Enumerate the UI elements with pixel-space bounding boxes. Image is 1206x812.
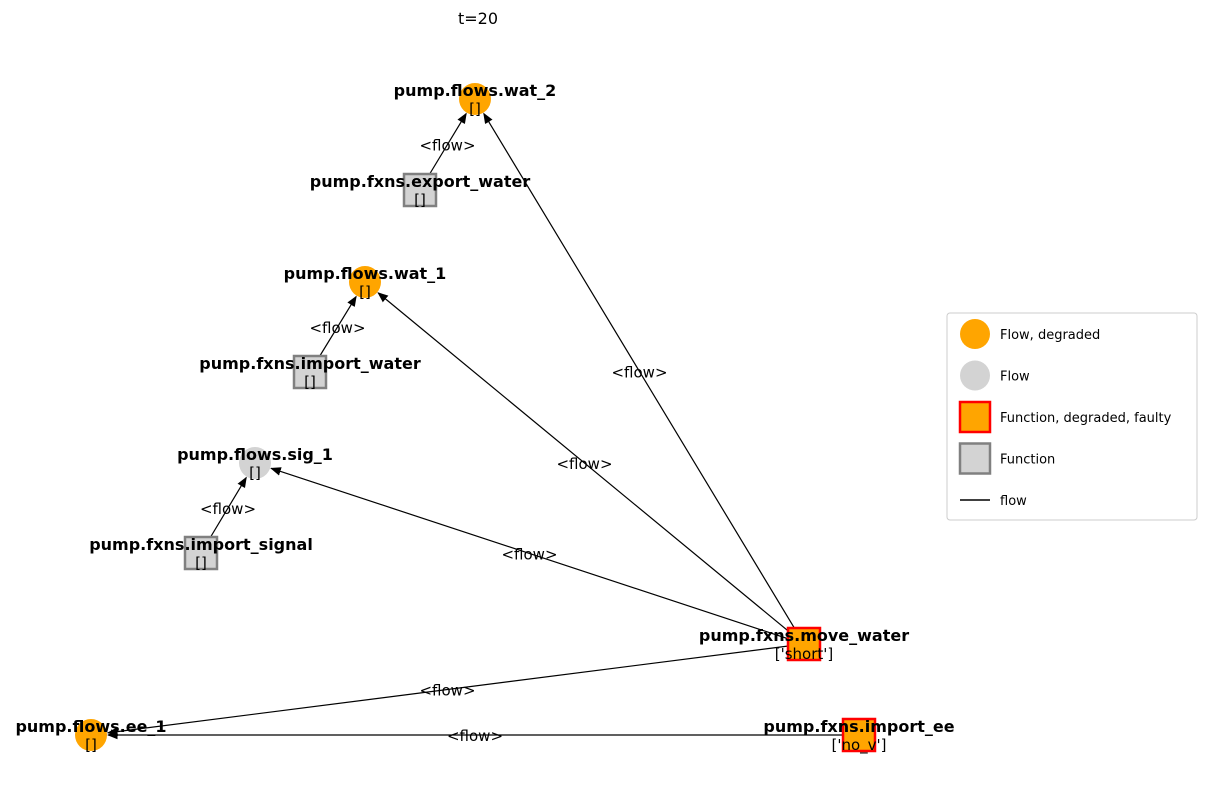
flow-node-wat_1: [349, 266, 381, 298]
node-state: []: [195, 554, 207, 572]
edge-move_water-to-wat_1: [377, 292, 805, 645]
edge-label: <flow>: [419, 682, 475, 700]
function-node-import_signal: [183, 535, 219, 571]
node-name: pump.fxns.import_signal: [89, 535, 313, 554]
edge-label: <flow>: [447, 727, 503, 745]
edge-label: <flow>: [309, 319, 365, 337]
legend-symbol-circle-degraded: [960, 319, 990, 349]
node-state: []: [304, 373, 316, 391]
edge-move_water-to-wat_2: [483, 112, 805, 645]
node-labels-layer: pump.flows.wat_2[]pump.fxns.export_water…: [15, 81, 954, 755]
edge-move_water-to-ee_1: [106, 643, 805, 736]
legend-label: flow: [1000, 494, 1027, 509]
node-name: pump.flows.wat_2: [394, 81, 557, 100]
node-state: ['short']: [775, 645, 834, 663]
legend-symbol-square: [958, 442, 992, 475]
nodes-layer: [75, 83, 877, 753]
legend-symbol-circle: [960, 360, 990, 391]
legend-label: Flow, degraded: [1000, 328, 1100, 343]
flow-node-sig_1: [239, 447, 271, 479]
node-name: pump.fxns.import_ee: [763, 717, 954, 736]
node-name: pump.fxns.import_water: [199, 354, 421, 373]
node-name: pump.fxns.export_water: [310, 172, 531, 191]
node-state: ['no_v']: [831, 736, 886, 755]
node-state: []: [469, 100, 481, 118]
legend-symbol-square-faulty: [958, 400, 992, 434]
graph-title: t=20: [458, 9, 498, 28]
node-state: []: [359, 283, 371, 301]
edge-labels-layer: <flow> <flow> <flow> <flow> <flow> <flow> <flo…: [200, 137, 668, 746]
legend-frame: [946, 312, 1198, 521]
node-name: pump.flows.wat_1: [284, 264, 447, 283]
legend-label: Function: [1000, 453, 1055, 468]
node-state: []: [414, 191, 426, 209]
node-state: []: [249, 464, 261, 482]
function-node-import_water: [292, 354, 328, 390]
flow-node-ee_1: [75, 719, 107, 751]
edge-label: <flow>: [501, 546, 557, 564]
edge-label: <flow>: [611, 364, 667, 382]
node-state: []: [85, 736, 97, 754]
node-name: pump.flows.sig_1: [177, 445, 333, 464]
node-name: pump.fxns.move_water: [699, 626, 909, 645]
edge-label: <flow>: [419, 137, 475, 155]
legend-label: Function, degraded, faulty: [1000, 411, 1172, 426]
function-node-export_water: [402, 172, 438, 208]
function-node-import_ee: [841, 717, 877, 753]
flow-node-wat_2: [459, 83, 491, 115]
edge-move_water-to-sig_1: [270, 467, 805, 645]
edge-label: <flow>: [200, 500, 256, 518]
legend-label: Flow: [1000, 370, 1030, 385]
node-name: pump.flows.ee_1: [15, 717, 166, 736]
edge-label: <flow>: [556, 455, 612, 473]
edges-layer: [106, 112, 859, 740]
function-node-move_water: [786, 626, 822, 662]
